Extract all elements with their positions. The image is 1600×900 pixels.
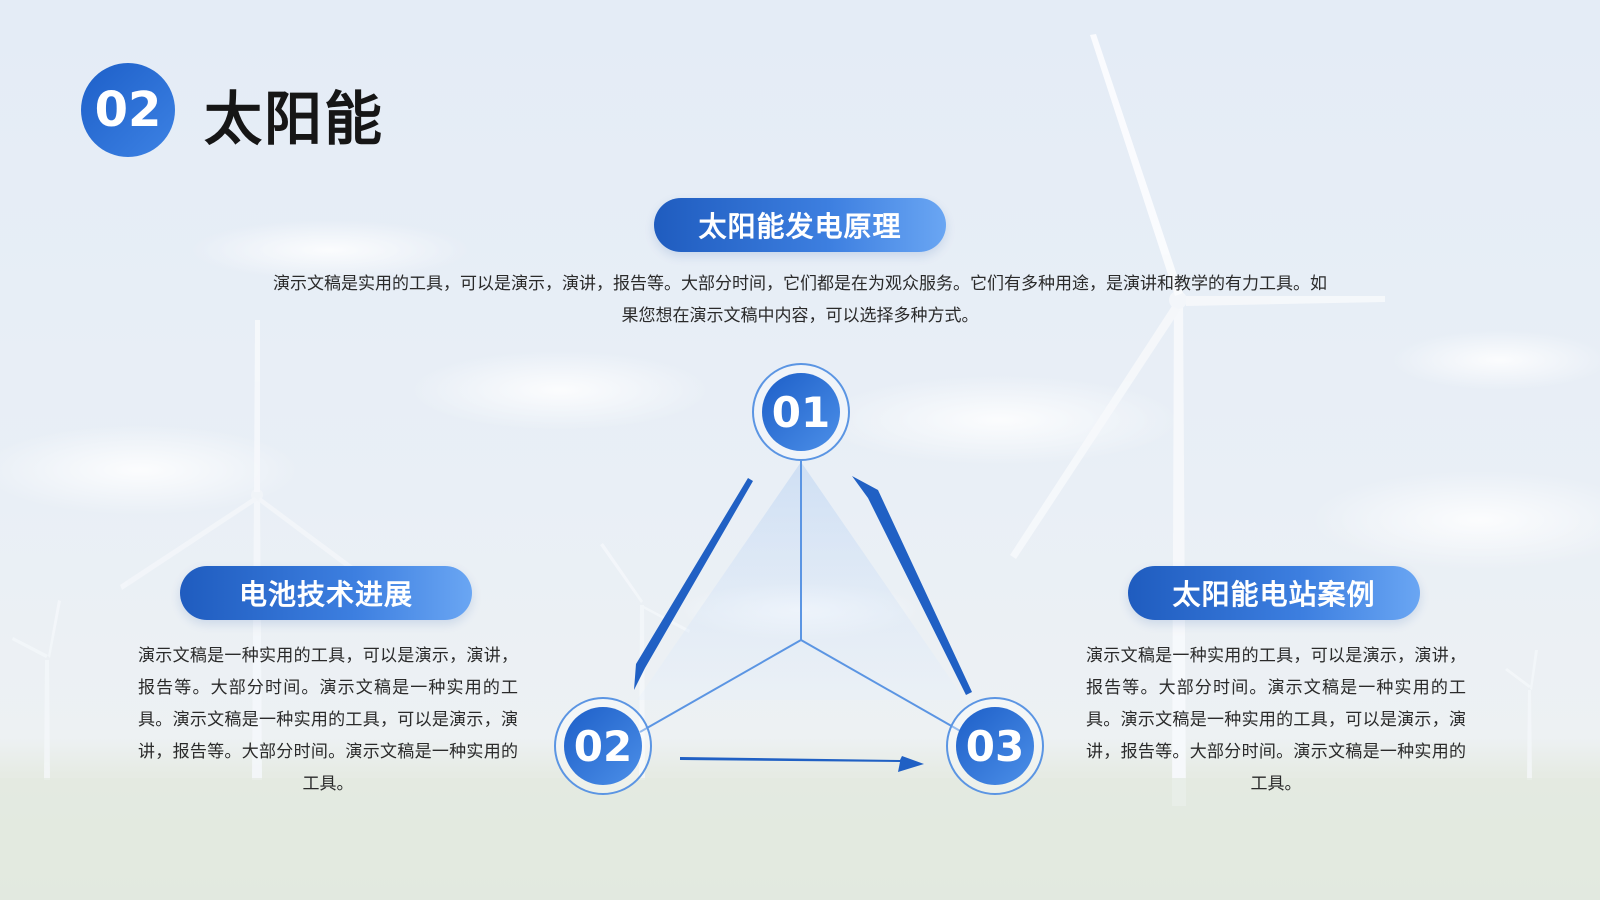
cycle-node-02: 02 [554, 697, 652, 795]
arrow-icon [634, 478, 753, 690]
section-title-left: 电池技术进展 [180, 566, 472, 620]
section-number-badge: 02 [81, 63, 175, 157]
section-title-right: 太阳能电站案例 [1128, 566, 1420, 620]
section-title-top: 太阳能发电原理 [654, 198, 946, 252]
section-text-right: 演示文稿是一种实用的工具，可以是演示，演讲，报告等。大部分时间。演示文稿是一种实… [1086, 646, 1466, 794]
cycle-node-label: 03 [966, 722, 1024, 771]
page-title: 太阳能 [204, 85, 385, 153]
wind-turbine-left [120, 320, 365, 780]
cycle-node-label: 01 [772, 388, 830, 437]
section-text-top: 演示文稿是实用的工具，可以是演示，演讲，报告等。大部分时间，它们都是在为观众服务… [273, 274, 1327, 326]
cycle-node-03: 03 [946, 697, 1044, 795]
wind-turbine-large [1010, 34, 1385, 806]
connector-line-left [639, 639, 802, 733]
arrow-icon [852, 476, 972, 695]
arrow-icon [680, 756, 924, 772]
connector-line-right [800, 639, 963, 733]
section-text-left: 演示文稿是一种实用的工具，可以是演示，演讲，报告等。大部分时间。演示文稿是一种实… [138, 646, 518, 794]
cycle-node-label: 02 [574, 722, 632, 771]
cycle-node-01: 01 [752, 363, 850, 461]
